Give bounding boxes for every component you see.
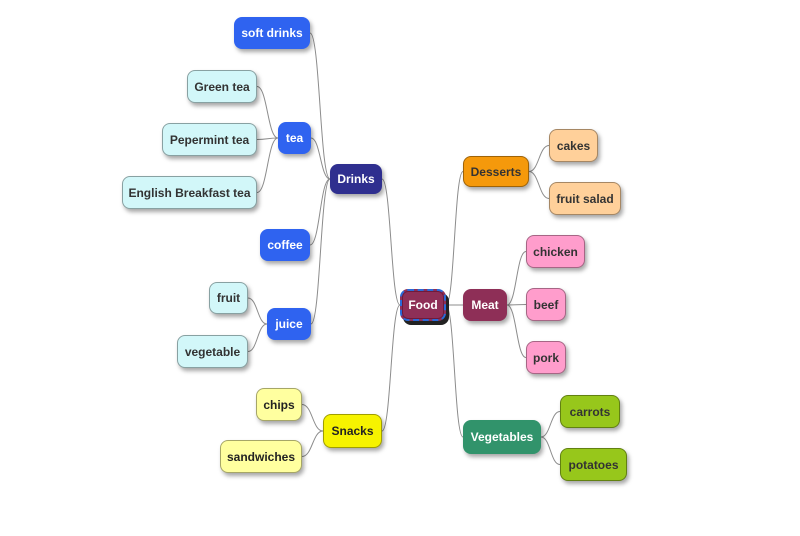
connector-meat-chicken [506,251,527,306]
connector-desserts-fruitsalad [528,171,550,199]
connector-root-drinks [381,178,401,306]
root-node-food[interactable]: Food [400,289,446,321]
connector-drinks-juice [310,178,331,325]
node-pork[interactable]: pork [526,341,566,374]
node-chicken[interactable]: chicken [526,235,585,268]
connector-drinks-soft [309,32,331,180]
node-english-breakfast-tea[interactable]: English Breakfast tea [122,176,257,209]
connector-vegetables-carrots [540,411,561,438]
node-vegetables[interactable]: Vegetables [463,420,541,454]
node-beef[interactable]: beef [526,288,566,321]
connector-tea-peper [256,137,279,140]
connector-root-vegetables [445,304,464,438]
connector-snacks-chips [301,404,324,432]
node-meat[interactable]: Meat [463,289,507,321]
connector-drinks-coffee [309,178,331,246]
node-green-tea[interactable]: Green tea [187,70,257,103]
connector-tea-green [256,86,279,139]
connector-meat-beef [506,304,527,306]
node-chips[interactable]: chips [256,388,302,421]
node-tea[interactable]: tea [278,122,311,154]
connector-meat-pork [506,304,527,358]
node-drinks[interactable]: Drinks [330,164,382,194]
connector-tea-english [256,137,279,193]
node-soft-drinks[interactable]: soft drinks [234,17,310,49]
node-fruit[interactable]: fruit [209,282,248,314]
connector-vegetables-potatoes [540,436,561,465]
connector-snacks-sandwiches [301,430,324,457]
node-coffee[interactable]: coffee [260,229,310,261]
node-vegetable[interactable]: vegetable [177,335,248,368]
connector-juice-fruit [247,297,268,325]
node-carrots[interactable]: carrots [560,395,620,428]
node-juice[interactable]: juice [267,308,311,340]
connector-desserts-cakes [528,145,550,172]
connector-root-snacks [381,304,401,432]
node-desserts[interactable]: Desserts [463,156,529,187]
connector-drinks-tea [310,137,331,180]
connector-juice-vegetable [247,323,268,352]
node-potatoes[interactable]: potatoes [560,448,627,481]
node-fruit-salad[interactable]: fruit salad [549,182,621,215]
connector-root-desserts [445,171,464,306]
node-cakes[interactable]: cakes [549,129,598,162]
node-pepermint-tea[interactable]: Pepermint tea [162,123,257,156]
node-snacks[interactable]: Snacks [323,414,382,448]
node-sandwiches[interactable]: sandwiches [220,440,302,473]
